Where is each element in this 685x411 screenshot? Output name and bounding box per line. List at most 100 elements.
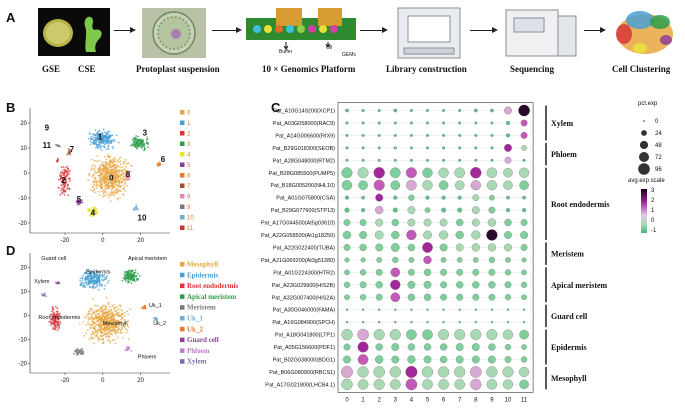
umap-d-point (56, 329, 59, 332)
umap-d-point (97, 339, 100, 342)
umap-b-point (114, 183, 117, 186)
umap-b-point (122, 188, 125, 191)
umap-d-point (76, 349, 79, 351)
dot (409, 133, 413, 137)
umap-b-point (90, 165, 93, 168)
dot (377, 133, 381, 137)
umap-d-point (96, 276, 99, 279)
umap-b-point (121, 166, 124, 169)
legend-swatch (180, 316, 185, 321)
umap-b-point (67, 151, 70, 154)
umap-d-point (92, 318, 95, 321)
library-machine (396, 6, 462, 60)
umap-b-point (108, 130, 111, 133)
umap-b-point (108, 178, 110, 180)
legend-label: 5 (187, 163, 191, 169)
dot (504, 356, 512, 363)
umap-b-point (102, 141, 105, 144)
umap-b-point (92, 181, 95, 183)
umap-d-point (74, 350, 76, 353)
dot (442, 133, 446, 137)
flow-arrow-4 (470, 26, 498, 33)
gse-label: GSE (42, 64, 61, 74)
umap-d-point (92, 311, 95, 314)
umap-b-point (119, 179, 122, 182)
umap-b-point (60, 180, 63, 183)
umap-d-point (105, 318, 108, 321)
umap-b-point (101, 185, 103, 187)
umap-b-point (102, 189, 105, 192)
umap-b-point (62, 178, 64, 181)
umap-d-point (90, 336, 92, 338)
umap-d-point (125, 346, 128, 348)
legend-swatch (180, 152, 185, 157)
cell-type-label: Guard cell (41, 256, 66, 262)
cse-label: CSE (78, 64, 96, 74)
gene-label: Pat_A17G044500(At5g03610) (261, 221, 335, 227)
umap-d-point (91, 315, 93, 317)
umap-b-point (112, 184, 115, 187)
umap-d-point (56, 307, 59, 310)
dot (522, 320, 526, 324)
dot (520, 244, 528, 251)
umap-b-point (111, 145, 114, 148)
dot (486, 379, 498, 390)
umap-d-point (114, 326, 117, 328)
umap-d-point (93, 342, 96, 345)
clustering-thumbnail (616, 11, 673, 54)
umap-d-point (94, 312, 96, 314)
dot (505, 133, 511, 138)
dot (341, 180, 353, 191)
umap-b-point (135, 139, 137, 142)
umap-b-point (123, 160, 126, 163)
umap-d-point (50, 317, 53, 320)
legend-label: Root endodermis (187, 282, 238, 290)
umap-d-point (97, 328, 100, 331)
umap-d-point (122, 276, 125, 279)
umap-b-point (159, 162, 162, 165)
umap-d-point (112, 304, 115, 306)
umap-b-point (107, 168, 110, 171)
umap-d-point (129, 276, 132, 279)
dot (522, 208, 527, 213)
dot (471, 243, 480, 252)
umap-d-point (98, 325, 101, 328)
umap-d-point (98, 309, 101, 311)
cluster-tick-label: 9 (490, 397, 494, 403)
umap-d-point (82, 282, 85, 284)
umap-b-point (95, 132, 98, 135)
dot (344, 195, 350, 200)
umap-b-point (102, 169, 105, 172)
umap-d-point (53, 314, 55, 317)
umap-b-point (123, 184, 125, 187)
umap-d-point (107, 303, 110, 306)
umap-b-point (62, 166, 65, 168)
legend-label: 1 (187, 121, 191, 127)
umap-d-point (124, 278, 127, 280)
umap-d-point (93, 282, 96, 285)
gene-label: Pat_B02G038000(BDG1) (273, 358, 336, 364)
umap-b-point (58, 178, 60, 181)
umap-d-point (137, 272, 140, 275)
dot (345, 146, 349, 150)
dot (359, 243, 367, 252)
umap-b-point (106, 141, 109, 144)
dot (471, 343, 480, 351)
umap-d-point (83, 335, 85, 337)
umap-d-point (114, 310, 117, 312)
legend-label: 0 (187, 111, 191, 117)
umap-d-point (95, 283, 98, 286)
umap-d-point (56, 324, 59, 327)
umap-d-point (102, 341, 105, 343)
dot (357, 167, 369, 179)
umap-b-point (142, 143, 145, 146)
cluster-label: 4 (91, 209, 96, 218)
cluster-label: 7 (70, 145, 75, 154)
protoplast-image (142, 8, 206, 58)
umap-b-point (107, 174, 110, 177)
umap-b-point (123, 179, 126, 182)
umap-b-point (104, 143, 106, 146)
umap-b-point (142, 138, 144, 141)
umap-b-point (103, 163, 105, 166)
umap-d-point (112, 324, 115, 327)
